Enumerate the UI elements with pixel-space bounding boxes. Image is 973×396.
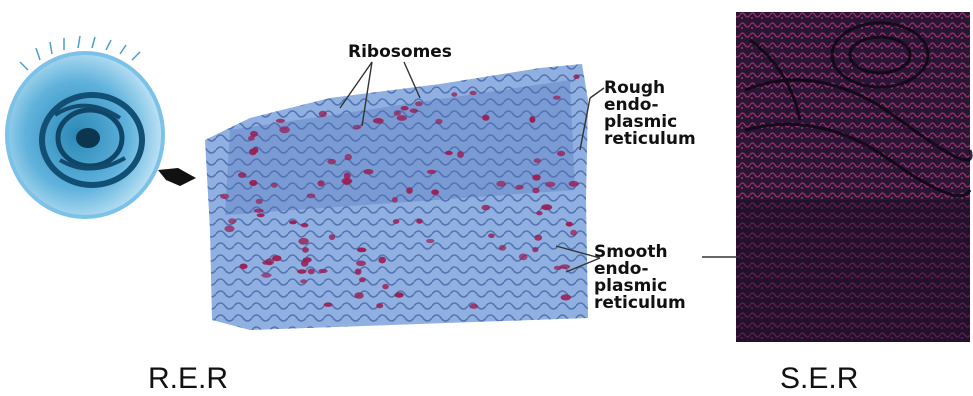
ribosome-dot: [308, 269, 315, 275]
ribosome-dot: [516, 185, 524, 190]
ribosome-dot: [298, 238, 308, 245]
cell-illustration: [7, 36, 196, 217]
ribosome-dot: [394, 110, 401, 115]
ribosome-dot: [566, 222, 573, 227]
smooth-er-label: Smooth endo- plasmic reticulum: [594, 244, 686, 312]
ribosome-dot: [426, 239, 434, 243]
ribosome-dot: [329, 234, 335, 240]
ribosome-dot: [319, 111, 327, 117]
ribosome-dot: [561, 294, 571, 300]
ribosome-dot: [378, 257, 386, 264]
ribosome-dot: [451, 92, 457, 97]
ribosome-dot: [569, 181, 579, 187]
ribosome-dot: [382, 284, 389, 289]
ribosome-dot: [220, 194, 229, 199]
ribosome-dot: [271, 183, 278, 188]
ribosome-dot: [354, 292, 363, 299]
ribosome-dot: [257, 213, 265, 217]
ribosome-dot: [279, 126, 290, 133]
ribosome-dot: [355, 269, 362, 275]
ribosome-dot: [401, 106, 409, 111]
ribosome-dot: [342, 178, 353, 184]
ribosome-dot: [228, 218, 236, 224]
ribosome-dot: [541, 204, 552, 210]
ribosome-dot: [534, 235, 542, 241]
ribosome-dot: [276, 119, 285, 123]
ribosome-dot: [470, 91, 477, 95]
ribosome-dot: [345, 154, 352, 160]
ribosome-dot: [560, 264, 571, 269]
ribosome-dot: [457, 151, 464, 158]
rer-caption: R.E.R: [148, 362, 228, 396]
ribosome-dot: [499, 245, 506, 251]
rough-er-label: Rough endo- plasmic reticulum: [604, 80, 696, 148]
ribosome-dot: [553, 96, 561, 100]
ribosome-dot: [238, 172, 246, 178]
ribosome-dot: [392, 197, 398, 203]
ribosome-dot: [248, 136, 255, 141]
ribosome-dot: [300, 279, 307, 283]
ribosome-dot: [529, 116, 535, 123]
ribosome-dot: [364, 169, 374, 174]
ribosome-dot: [415, 101, 423, 106]
ribosome-dot: [397, 115, 407, 121]
ribosome-dot: [256, 199, 263, 204]
ribosome-dot: [265, 258, 274, 265]
ribosome-dot: [252, 147, 258, 153]
ribosome-dot: [427, 170, 436, 174]
ribosome-dot: [532, 247, 538, 252]
ribosome-dot: [469, 304, 478, 309]
ribosome-dot: [393, 219, 400, 224]
ser-caption: S.E.R: [780, 362, 858, 396]
ribosome-dot: [410, 109, 418, 113]
ribosome-dot: [289, 220, 297, 224]
ribosome-dot: [254, 209, 264, 213]
ribosome-dot: [534, 158, 541, 163]
ribosome-dot: [301, 223, 309, 227]
ribosome-dot: [482, 115, 489, 121]
ribosome-dot: [532, 188, 539, 194]
ribosome-dot: [356, 261, 366, 267]
ribosome-dot: [359, 277, 366, 282]
ribosome-dot: [307, 193, 316, 198]
ribosome-dot: [431, 189, 439, 195]
ribosome-dot: [297, 269, 306, 274]
ribosome-dot: [435, 119, 442, 124]
ribosome-dot: [519, 254, 528, 261]
ribosome-dot: [557, 151, 565, 156]
ribosome-dot: [373, 118, 384, 124]
ribosome-dot: [488, 234, 495, 239]
ribosome-dot: [573, 74, 579, 79]
ribosome-dot: [318, 269, 327, 273]
ribosome-dot: [532, 174, 540, 180]
ribosome-dot: [318, 180, 325, 186]
ribosome-dot: [482, 205, 491, 211]
ribosome-dot: [570, 230, 577, 236]
er-block-illustration: [205, 64, 588, 330]
ser-micrograph: [736, 12, 971, 342]
ribosomes-label: Ribosomes: [348, 44, 452, 61]
ribosome-dot: [376, 303, 383, 308]
ribosome-dot: [239, 264, 247, 270]
ribosome-dot: [303, 257, 312, 262]
ribosome-dot: [445, 151, 453, 155]
ribosome-dot: [302, 247, 309, 253]
ribosome-dot: [496, 181, 506, 187]
ribosome-dot: [261, 273, 271, 278]
ribosome-dot: [224, 226, 234, 233]
ribosome-dot: [406, 187, 413, 194]
ribosome-dot: [545, 182, 555, 187]
ribosome-dot: [536, 211, 542, 215]
ribosome-dot: [327, 159, 336, 165]
ribosome-dot: [249, 180, 257, 186]
ribosome-dot: [324, 303, 333, 307]
ribosome-dot: [416, 219, 423, 224]
ribosome-dot: [357, 248, 367, 253]
ribosome-dot: [394, 292, 403, 297]
ribosome-dot: [353, 125, 362, 130]
